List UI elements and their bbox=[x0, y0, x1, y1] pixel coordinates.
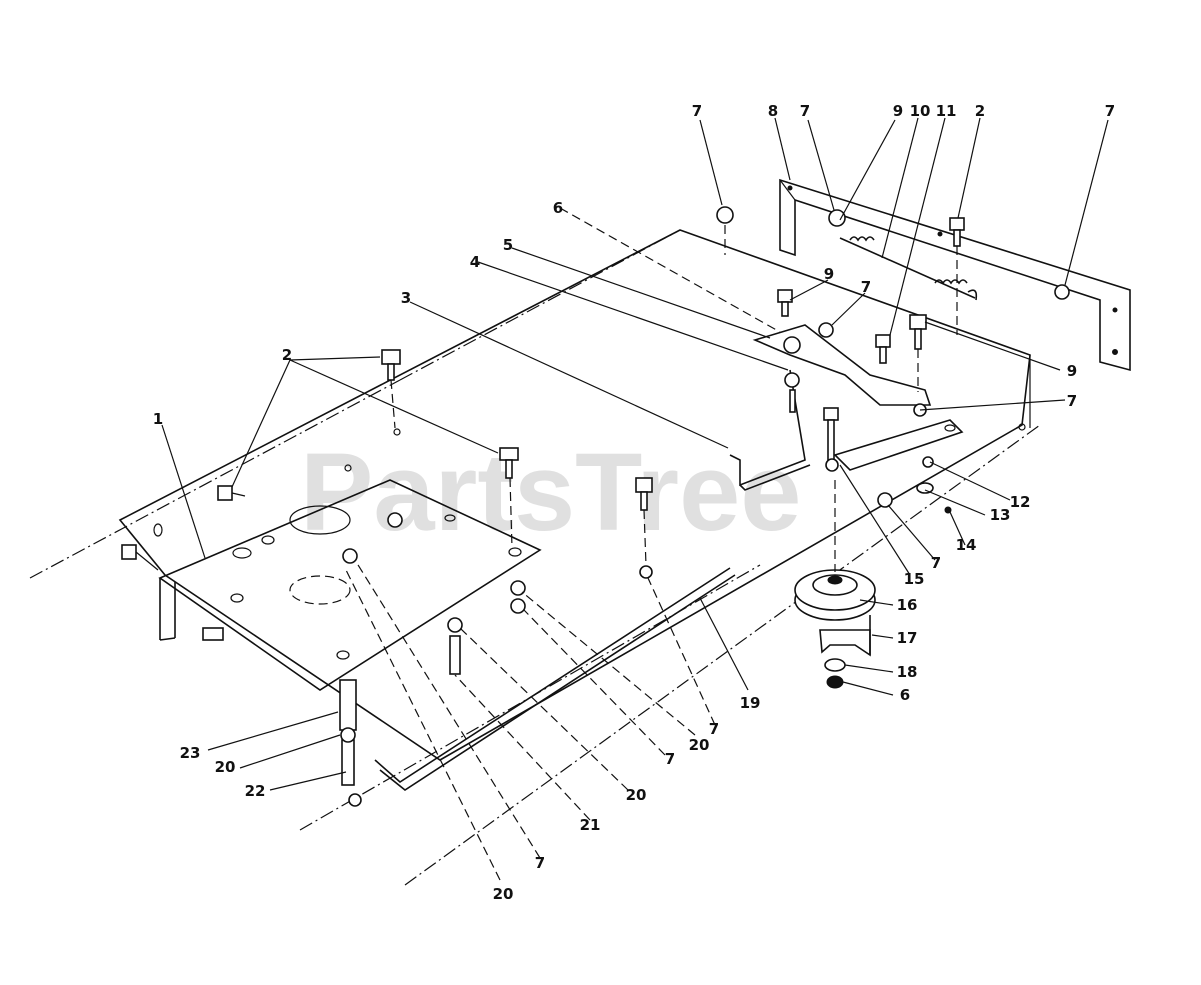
callout-6: 6 bbox=[900, 686, 910, 704]
callout-7: 7 bbox=[800, 102, 810, 120]
callout-9: 9 bbox=[824, 265, 834, 283]
idler-arm bbox=[833, 419, 964, 471]
callout-3: 3 bbox=[401, 289, 411, 307]
pulley-assembly bbox=[794, 480, 876, 689]
callout-4: 4 bbox=[470, 253, 480, 271]
callout-7: 7 bbox=[1067, 392, 1077, 410]
callout-7: 7 bbox=[692, 102, 702, 120]
callout-11: 11 bbox=[936, 102, 957, 120]
callout-6: 6 bbox=[553, 199, 563, 217]
callout-10: 10 bbox=[910, 102, 931, 120]
callout-13: 13 bbox=[990, 506, 1011, 524]
callout-7: 7 bbox=[709, 720, 719, 738]
callout-7: 7 bbox=[535, 854, 545, 872]
idler-bracket bbox=[752, 324, 932, 406]
hardware bbox=[121, 206, 1070, 807]
callout-20: 20 bbox=[215, 758, 236, 776]
callout-22: 22 bbox=[245, 782, 266, 800]
callout-20: 20 bbox=[626, 786, 647, 804]
callout-17: 17 bbox=[897, 629, 918, 647]
callout-7: 7 bbox=[665, 750, 675, 768]
rear-bracket bbox=[779, 178, 1131, 372]
callout-1: 1 bbox=[153, 410, 163, 428]
callout-7: 7 bbox=[1105, 102, 1115, 120]
callout-21: 21 bbox=[580, 816, 601, 834]
callout-7: 7 bbox=[861, 278, 871, 296]
callout-12: 12 bbox=[1010, 493, 1031, 511]
callout-9: 9 bbox=[893, 102, 903, 120]
callout-2: 2 bbox=[975, 102, 985, 120]
callout-23: 23 bbox=[180, 744, 201, 762]
callout-15: 15 bbox=[904, 570, 925, 588]
deck-plate bbox=[29, 229, 1041, 886]
callout-7: 7 bbox=[931, 554, 941, 572]
callout-2: 2 bbox=[282, 346, 292, 364]
callout-8: 8 bbox=[768, 102, 778, 120]
callout-20: 20 bbox=[689, 736, 710, 754]
callout-16: 16 bbox=[897, 596, 918, 614]
callouts: 1 2 2 3 4 5 6 6 7 7 7 7 7 7 7 7 7 8 9 9 … bbox=[153, 102, 1115, 903]
callout-5: 5 bbox=[503, 236, 513, 254]
callout-9: 9 bbox=[1067, 362, 1077, 380]
mounting-plate bbox=[153, 479, 542, 691]
leader-lines bbox=[161, 117, 1109, 881]
callout-14: 14 bbox=[956, 536, 977, 554]
callout-18: 18 bbox=[897, 663, 918, 681]
callout-19: 19 bbox=[740, 694, 761, 712]
rods bbox=[374, 369, 811, 791]
callout-20: 20 bbox=[493, 885, 514, 903]
watermark: PartsTree bbox=[300, 431, 801, 554]
